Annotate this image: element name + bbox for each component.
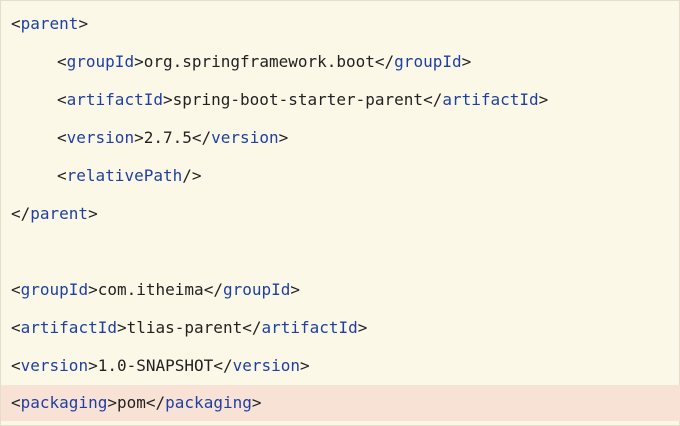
angle-open: < xyxy=(57,128,67,147)
angle-open-slash: </ xyxy=(374,52,395,71)
angle-close: > xyxy=(538,90,549,109)
tag-name: version xyxy=(211,128,279,147)
tag-name: packaging xyxy=(20,393,108,412)
tag-value: com.itheima xyxy=(97,280,204,299)
angle-open-slash: </ xyxy=(242,318,262,337)
tag-value: 1.0-SNAPSHOT xyxy=(97,356,214,375)
angle-close: > xyxy=(300,356,310,375)
tag-name: groupId xyxy=(222,280,291,299)
angle-open-slash: </ xyxy=(213,356,233,375)
tag-name: version xyxy=(66,128,135,147)
angle-close: > xyxy=(134,52,144,71)
code-line-packaging-highlighted: <packaging>pom</packaging> xyxy=(1,385,680,421)
angle-close: > xyxy=(162,90,173,109)
angle-close: > xyxy=(78,14,89,33)
angle-close: > xyxy=(290,280,301,299)
code-line-version: <version>1.0-SNAPSHOT</version> xyxy=(1,351,680,381)
code-line-artifactId: <artifactId>spring-boot-starter-parent</… xyxy=(1,85,680,115)
angle-open: < xyxy=(57,166,67,185)
angle-close: > xyxy=(88,280,98,299)
angle-close: > xyxy=(251,393,262,412)
angle-close: > xyxy=(357,318,368,337)
angle-open: < xyxy=(11,280,21,299)
code-line-groupId: <groupId>org.springframework.boot</group… xyxy=(1,47,680,77)
angle-open: < xyxy=(11,356,21,375)
angle-open-slash: </ xyxy=(423,90,443,109)
angle-close: > xyxy=(88,356,98,375)
tag-name: artifactId xyxy=(66,90,163,109)
tag-name: artifactId xyxy=(261,318,358,337)
angle-open-slash: </ xyxy=(145,393,166,412)
tag-value: spring-boot-starter-parent xyxy=(172,90,424,109)
angle-open: < xyxy=(11,14,21,33)
tag-value: pom xyxy=(116,393,146,412)
tag-name: artifactId xyxy=(442,90,539,109)
angle-open-slash: </ xyxy=(191,128,212,147)
tag-name: artifactId xyxy=(20,318,117,337)
self-close: /> xyxy=(182,166,202,185)
tag-name: version xyxy=(20,356,89,375)
tag-name: groupId xyxy=(394,52,462,71)
tag-name: parent xyxy=(20,14,79,33)
tag-value: org.springframework.boot xyxy=(143,52,375,71)
angle-open: < xyxy=(57,52,67,71)
code-line-version: <version>2.7.5</version> xyxy=(1,123,680,153)
tag-name: packaging xyxy=(165,393,252,412)
code-line-parent-close: </parent> xyxy=(1,199,680,229)
tag-value: 2.7.5 xyxy=(143,128,192,147)
tag-name: groupId xyxy=(66,52,135,71)
code-line-relativePath: <relativePath/> xyxy=(1,161,680,191)
tag-name: parent xyxy=(30,204,89,223)
angle-open-slash: </ xyxy=(11,204,31,223)
angle-close: > xyxy=(461,52,472,71)
angle-open-slash: </ xyxy=(203,280,223,299)
code-line-parent-open: <parent> xyxy=(1,9,680,39)
angle-close: > xyxy=(116,318,127,337)
angle-close: > xyxy=(134,128,144,147)
angle-close: > xyxy=(88,204,98,223)
tag-name: relativePath xyxy=(66,166,183,185)
angle-close: > xyxy=(278,128,289,147)
code-line-artifactId: <artifactId>tlias-parent</artifactId> xyxy=(1,313,680,343)
code-line-groupId: <groupId>com.itheima</groupId> xyxy=(1,275,680,305)
angle-open: < xyxy=(11,393,21,412)
tag-name: version xyxy=(232,356,301,375)
tag-name: groupId xyxy=(20,280,89,299)
angle-open: < xyxy=(11,318,21,337)
tag-value: tlias-parent xyxy=(126,318,243,337)
angle-open: < xyxy=(57,90,67,109)
angle-close: > xyxy=(107,393,117,412)
